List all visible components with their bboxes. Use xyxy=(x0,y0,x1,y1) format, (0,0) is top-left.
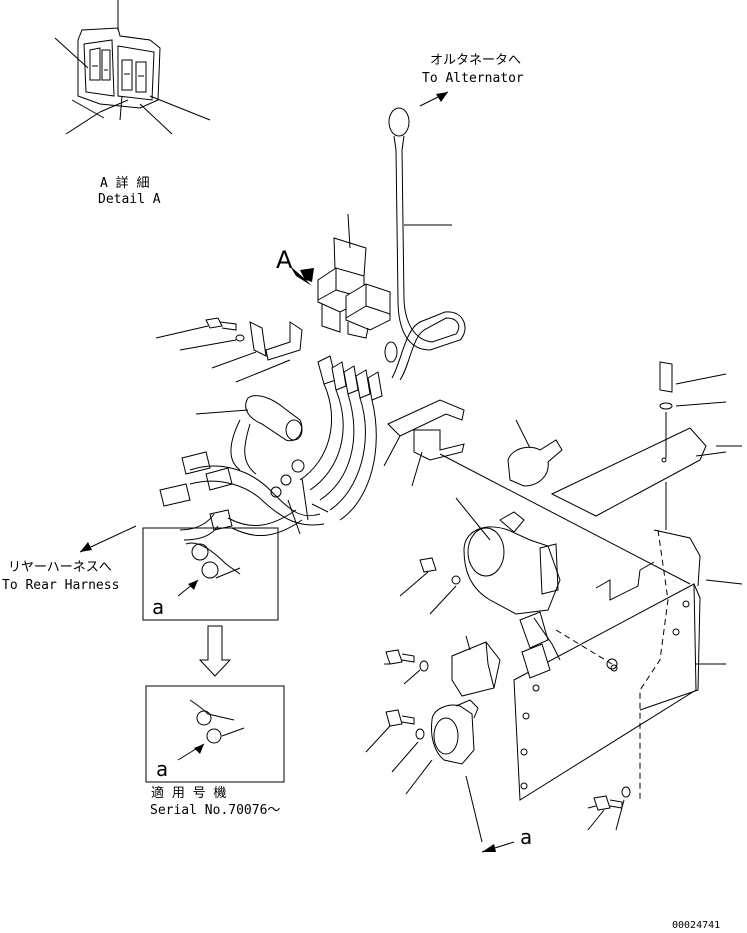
bolt-washer-brackets-top xyxy=(155,317,303,383)
rear-harness xyxy=(159,395,329,541)
circuit-switch xyxy=(365,699,479,795)
detail-a-relay-drawing xyxy=(54,0,211,135)
change-down-arrow xyxy=(198,625,232,677)
serial-label-jp: 適 用 号 機 xyxy=(151,785,226,801)
serial-label-en: Serial No.70076～ xyxy=(150,803,280,818)
alternator-cable xyxy=(384,107,466,381)
battery-relay xyxy=(399,497,561,615)
rear-harness-direction-arrow xyxy=(79,525,137,553)
drawing-number: 00024741 xyxy=(672,920,720,931)
to-alternator-label-en: To Alternator xyxy=(422,71,524,86)
inset-a-marker-bottom: a xyxy=(156,757,168,781)
alternator-direction-arrow xyxy=(419,91,449,107)
view-a-marker-bottom: a xyxy=(520,825,532,849)
relay-block xyxy=(317,213,391,339)
to-rear-harness-label-en: To Rear Harness xyxy=(2,578,119,593)
terminal-cluster xyxy=(299,355,383,521)
inset-a-marker-top: a xyxy=(152,595,164,619)
top-plate xyxy=(550,361,727,530)
inset-a-after xyxy=(145,685,285,783)
terminal-cover-boot xyxy=(507,419,563,487)
view-a-direction-arrow xyxy=(465,775,515,853)
fuse-holder xyxy=(384,635,501,697)
view-a-marker: A xyxy=(276,246,293,274)
panel-bolt-bottom xyxy=(587,786,631,831)
inset-a-before xyxy=(142,527,279,621)
view-a-arrow xyxy=(290,266,314,286)
mounting-bracket-middle xyxy=(383,399,691,585)
main-mounting-panel xyxy=(513,529,726,801)
callout-leader-lines xyxy=(705,445,743,585)
to-rear-harness-label-jp: リヤーハーネスへ xyxy=(8,560,112,575)
to-alternator-label-jp: オルタネータへ xyxy=(430,53,521,68)
detail-a-title-en: Detail A xyxy=(98,192,161,207)
detail-a-title-jp: A 詳 細 xyxy=(100,175,149,191)
